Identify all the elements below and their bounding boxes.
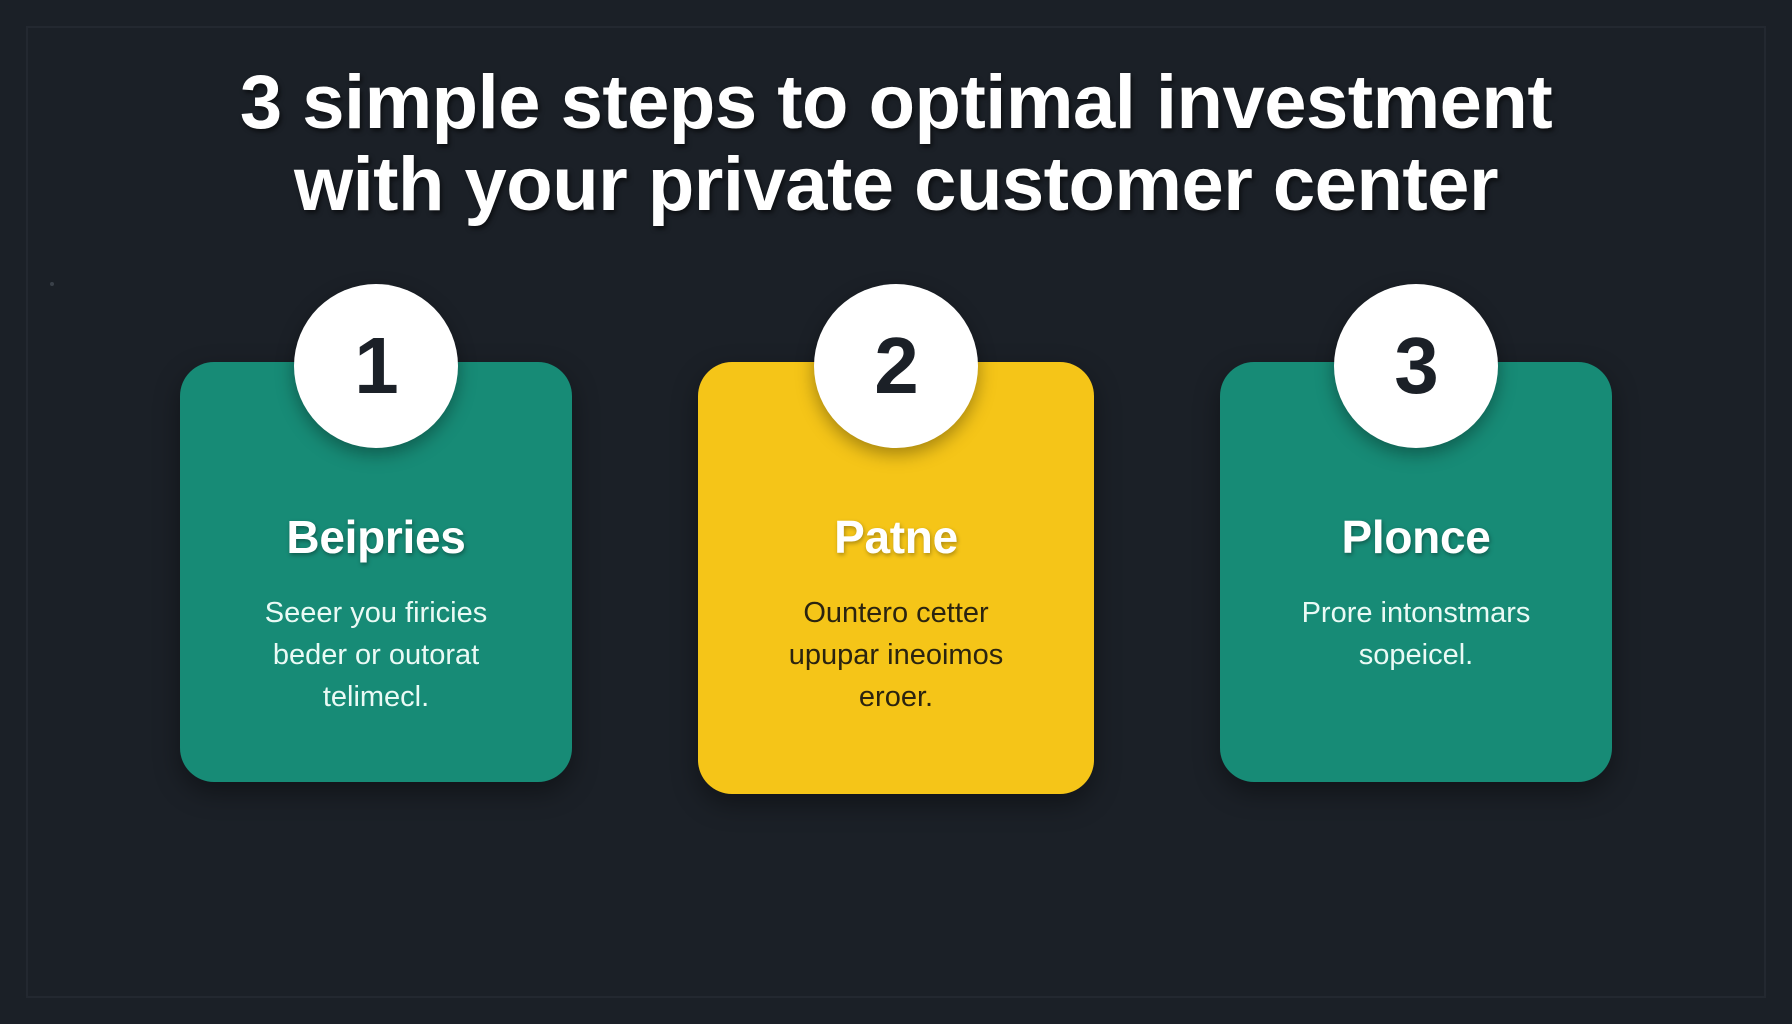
step-card-3[interactable]: 3 Plonce Prore intonstmars sopeicel.: [1220, 284, 1612, 782]
step-card-2[interactable]: 2 Patne Ountero cetter upupar ineoimos e…: [698, 284, 1094, 794]
step-number-1: 1: [354, 321, 398, 410]
title-line-1: 3 simple steps to optimal investment: [239, 60, 1553, 145]
steps-row: 1 Beipries Seeer you firicies beder or o…: [180, 284, 1612, 794]
step-number-badge-2: 2: [814, 284, 978, 448]
step-body-line: upupar ineoimos: [788, 639, 1004, 671]
step-number-2: 2: [874, 321, 918, 410]
step-body-2: Ountero cetter upupar ineoimos eroer.: [732, 592, 1060, 718]
page-title: 3 simple steps to optimal investment wit…: [0, 62, 1792, 226]
step-body-line: Prore intonstmars: [1301, 597, 1531, 629]
step-heading-3: Plonce: [1341, 511, 1491, 563]
step-body-line: Seeer you firicies: [264, 597, 488, 629]
title-line-2: with your private customer center: [293, 142, 1499, 227]
step-body-1: Seeer you firicies beder or outorat teli…: [214, 592, 538, 718]
step-number-badge-1: 1: [294, 284, 458, 448]
step-body-line: telimecl.: [322, 681, 430, 713]
step-heading-1: Beipries: [286, 511, 466, 563]
step-body-line: beder or outorat: [272, 639, 480, 671]
step-body-line: sopeicel.: [1358, 639, 1474, 671]
decorative-speck: [50, 282, 54, 286]
step-body-line: eroer.: [858, 681, 934, 713]
step-body-line: Ountero cetter: [803, 597, 989, 629]
step-body-3: Prore intonstmars sopeicel.: [1254, 592, 1578, 676]
step-number-3: 3: [1394, 321, 1438, 410]
step-heading-2: Patne: [834, 511, 958, 563]
step-card-1[interactable]: 1 Beipries Seeer you firicies beder or o…: [180, 284, 572, 782]
step-number-badge-3: 3: [1334, 284, 1498, 448]
